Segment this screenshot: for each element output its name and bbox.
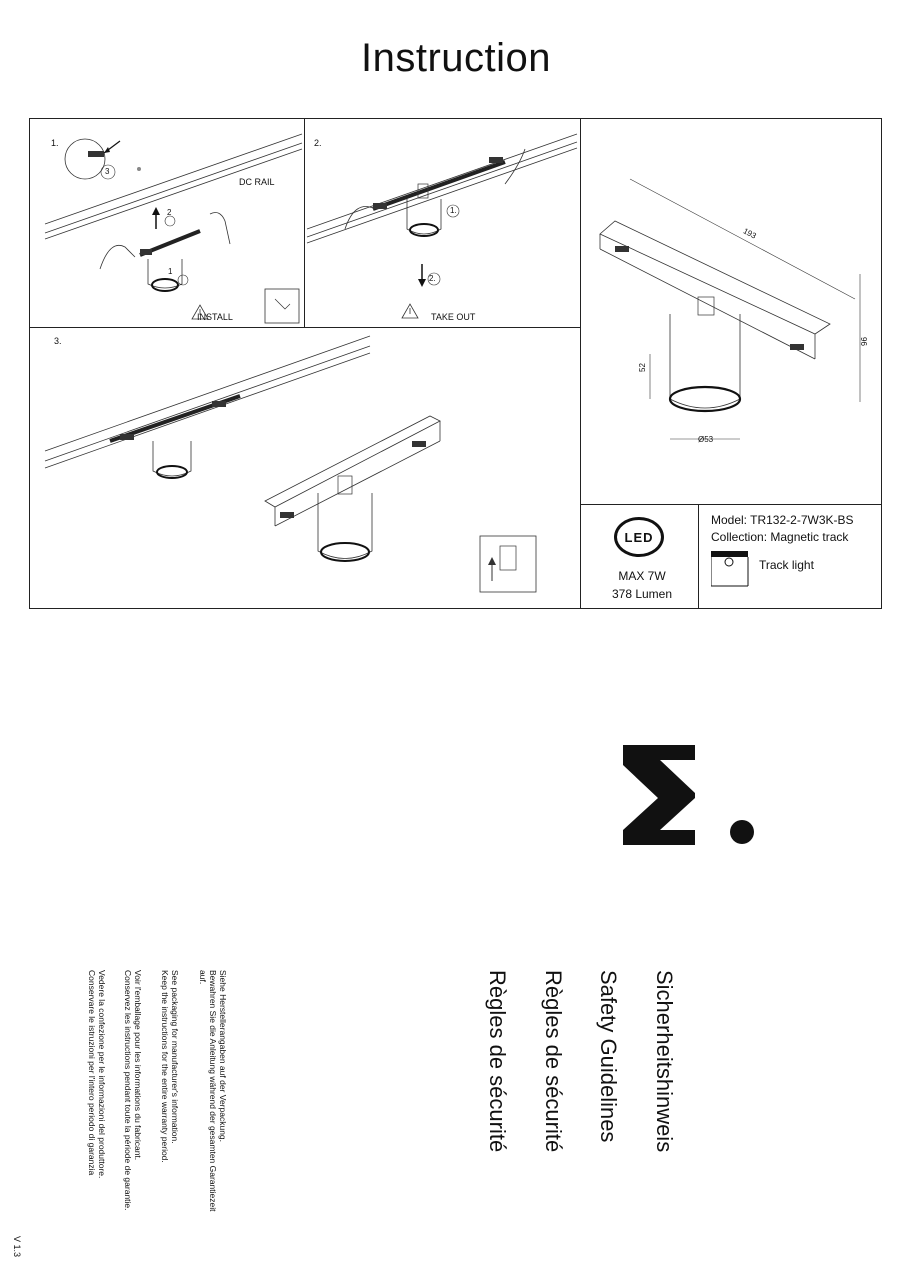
step1-illustration bbox=[44, 133, 303, 324]
led-icon-text: LED bbox=[624, 529, 654, 545]
step2-sub-1: 1. bbox=[450, 206, 457, 215]
safety-heading-de: Sicherheitshinweis bbox=[652, 970, 677, 1153]
safety-text-en-2: Keep the instructions for the entire war… bbox=[160, 970, 170, 1163]
power-rating: MAX 7W bbox=[618, 569, 666, 583]
safety-text-de-2: Bewahren Sie die Anleitung während der g… bbox=[208, 970, 218, 1212]
brand-logo bbox=[623, 745, 754, 845]
step3-illustration bbox=[44, 335, 537, 593]
divider-vertical-main bbox=[580, 119, 581, 609]
page-title: Instruction bbox=[360, 36, 552, 80]
safety-text-fr-2: Conservez les instructions pendant toute… bbox=[123, 970, 133, 1211]
safety-text-de-3: auf. bbox=[198, 970, 208, 985]
safety-text-de-1: Siehe Herstellerangaben auf der Verpacku… bbox=[218, 970, 228, 1143]
safety-heading-fr: Règles de sécurité bbox=[541, 970, 566, 1153]
led-icon: LED bbox=[614, 517, 664, 557]
dimension-drawing bbox=[599, 178, 861, 440]
divider-spec-vertical bbox=[698, 504, 699, 609]
safety-text-en-1: See packaging for manufacturer's informa… bbox=[170, 970, 180, 1144]
dim-diameter: Ø53 bbox=[698, 435, 714, 444]
step1-sub-3: 3 bbox=[105, 167, 110, 176]
step2-number: 2. bbox=[314, 138, 322, 148]
instruction-panel: 1. DC RAIL INSTALL 1 2 3 2. bbox=[29, 118, 882, 609]
lumen-rating: 378 Lumen bbox=[611, 587, 673, 601]
divider-spec bbox=[580, 504, 882, 505]
step2-illustration bbox=[306, 133, 578, 319]
dim-cyl-height: 52 bbox=[637, 363, 647, 372]
step3-number: 3. bbox=[54, 336, 62, 346]
type-text: Track light bbox=[759, 558, 814, 572]
dc-rail-label: DC RAIL bbox=[239, 177, 275, 187]
model-text: Model: TR132-2-7W3K-BS bbox=[711, 513, 854, 527]
take-out-label: TAKE OUT bbox=[431, 312, 476, 322]
collection-text: Collection: Magnetic track bbox=[711, 530, 849, 544]
divider-vertical-steps bbox=[304, 119, 305, 327]
safety-heading-en: Safety Guidelines bbox=[596, 970, 621, 1143]
install-label: INSTALL bbox=[197, 312, 233, 322]
safety-text-fr-1: Voir l'emballage pour les informations d… bbox=[133, 970, 143, 1161]
track-light-icon bbox=[711, 551, 749, 587]
safety-heading-fr-2: Règles de sécurité bbox=[485, 970, 510, 1153]
divider-step3 bbox=[30, 327, 580, 328]
dim-height: 96 bbox=[858, 337, 868, 346]
step1-sub-1: 1 bbox=[168, 267, 173, 276]
step1-sub-2: 2 bbox=[167, 208, 172, 217]
step2-sub-2: 2. bbox=[429, 274, 436, 283]
safety-text-it-2: Conservare le istruzioni per l'intero pe… bbox=[87, 970, 97, 1176]
step1-number: 1. bbox=[51, 138, 59, 148]
safety-text-it-1: Vedere la confezione per le informazioni… bbox=[97, 970, 107, 1179]
version-label: V 1.3 bbox=[12, 1236, 22, 1258]
